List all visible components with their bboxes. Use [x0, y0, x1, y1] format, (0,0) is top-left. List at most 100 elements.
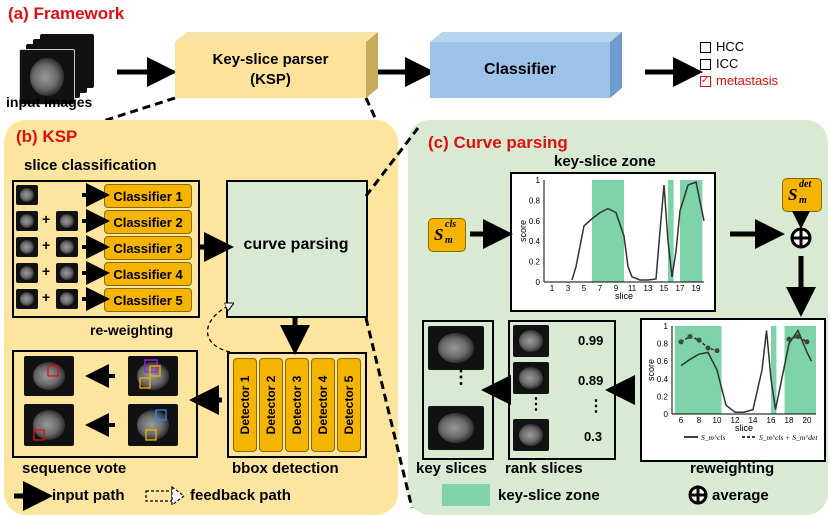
ksp-box-top — [175, 32, 378, 42]
ksp-label-line2: (KSP) — [250, 71, 291, 88]
slice-thumb — [16, 263, 38, 283]
y-tick-label: 1 — [664, 322, 669, 331]
curve-title: (c) Curve parsing — [428, 133, 568, 152]
detector-5: Detector 5 — [337, 358, 361, 452]
classifier-box-side — [610, 32, 622, 98]
series-line — [788, 335, 808, 343]
legend-label: S_m^cls — [701, 433, 725, 442]
zoom-line-bottom — [364, 317, 414, 509]
zoom-line-top — [364, 127, 420, 197]
legend-input-path-label: input path — [52, 487, 125, 504]
classifier-box-label: Classifier — [483, 61, 557, 78]
x-tick-label: 7 — [598, 284, 603, 293]
y-tick-label: 0.4 — [529, 237, 541, 246]
y-tick-label: 0.2 — [529, 258, 541, 267]
ksp-label-line1: Key-slice parser — [212, 51, 329, 68]
s-cls-superscript: cls — [445, 219, 457, 230]
output-label-hcc: HCC — [716, 39, 745, 54]
x-axis-label: slice — [615, 291, 633, 301]
rank-score-2: 0.89 — [578, 373, 604, 388]
classifier-arrows — [82, 183, 110, 311]
x-tick-label: 16 — [767, 416, 776, 425]
plus-icon: + — [42, 237, 51, 253]
y-tick-label: 0.4 — [657, 375, 669, 384]
rank-score-3: ⋮ — [588, 398, 604, 415]
legend-feedback-arrow — [145, 485, 185, 507]
output-label-metastasis: metastasis — [716, 73, 779, 88]
checked-checkbox-icon — [700, 72, 711, 89]
series-point — [786, 336, 792, 342]
key-slices-label: key slices — [416, 460, 487, 477]
input-image — [19, 49, 75, 105]
detector-1: Detector 1 — [233, 358, 257, 452]
input-images-label: input images — [6, 94, 93, 110]
output-label-icc: ICC — [716, 56, 739, 71]
output-hcc: HCC — [700, 38, 778, 55]
x-tick-label: 19 — [692, 284, 701, 293]
vote-output-slice — [24, 404, 74, 446]
zoom-line-left — [99, 96, 176, 124]
legend-average-label: average — [712, 487, 769, 504]
zoom-line-right — [364, 97, 380, 125]
slice-thumb — [16, 211, 38, 231]
x-tick-label: 11 — [628, 284, 637, 293]
s-cls-symbol: S — [434, 225, 444, 244]
x-tick-label: 5 — [582, 284, 587, 293]
y-tick-label: 0.8 — [529, 196, 541, 205]
x-tick-label: 1 — [550, 284, 555, 293]
series-point — [678, 339, 684, 345]
rank-slice-image — [513, 325, 549, 357]
output-icc: ICC — [700, 55, 778, 72]
x-tick-label: 14 — [749, 416, 758, 425]
ellipsis-icon: ⋮ — [528, 396, 544, 413]
checkbox-icon — [700, 42, 711, 54]
series-line — [680, 328, 813, 413]
reweighting-step-label: reweighting — [690, 460, 775, 477]
slice-thumb — [16, 185, 38, 205]
legend-label: S_m^cls + S_m^det — [759, 433, 818, 442]
detector-2: Detector 2 — [259, 358, 283, 452]
s-det-symbol: S — [788, 185, 798, 204]
series-point — [705, 345, 711, 351]
average-icon — [790, 227, 812, 249]
slice-thumb — [56, 237, 78, 257]
x-axis-label: slice — [735, 423, 753, 433]
slice-classification-label: slice classification — [24, 157, 157, 174]
series-point — [687, 334, 693, 340]
s-cls-subscript: m — [445, 235, 453, 246]
rank-score-4: 0.3 — [584, 429, 603, 444]
key-slice-zone-swatch — [442, 484, 490, 506]
vote-output-slice — [24, 356, 74, 396]
y-tick-label: 0.8 — [657, 340, 669, 349]
rank-slice-image — [513, 419, 549, 451]
key-slice-zone-band — [771, 326, 777, 414]
key-slice-image — [428, 326, 484, 370]
ksp-box-front — [175, 42, 366, 98]
sequence-vote-label: sequence vote — [22, 460, 127, 477]
y-tick-label: 0.6 — [657, 357, 669, 366]
x-tick-label: 17 — [676, 284, 685, 293]
legend-zone-label: key-slice zone — [498, 487, 600, 504]
slice-thumb — [16, 237, 38, 257]
classifier-box-top — [430, 32, 622, 42]
y-tick-label: 0.2 — [657, 392, 669, 401]
ksp-box-side — [366, 32, 378, 98]
vote-input-slice — [128, 404, 178, 446]
ksp-title: (b) KSP — [16, 127, 78, 146]
checkbox-icon — [700, 59, 711, 71]
x-tick-label: 6 — [679, 416, 684, 425]
bbox-marker — [47, 365, 59, 377]
y-tick-label: 1 — [536, 176, 541, 185]
feedback-path-arrow — [206, 305, 231, 353]
curve-parsing-label: curve parsing — [243, 236, 349, 253]
plus-icon: + — [42, 211, 51, 227]
series-line — [571, 181, 705, 281]
slice-thumb — [56, 289, 78, 309]
x-tick-label: 12 — [731, 416, 740, 425]
ksp-box-label: Key-slice parser (KSP) — [175, 50, 366, 90]
classifier-5: Classifier 5 — [104, 288, 192, 312]
